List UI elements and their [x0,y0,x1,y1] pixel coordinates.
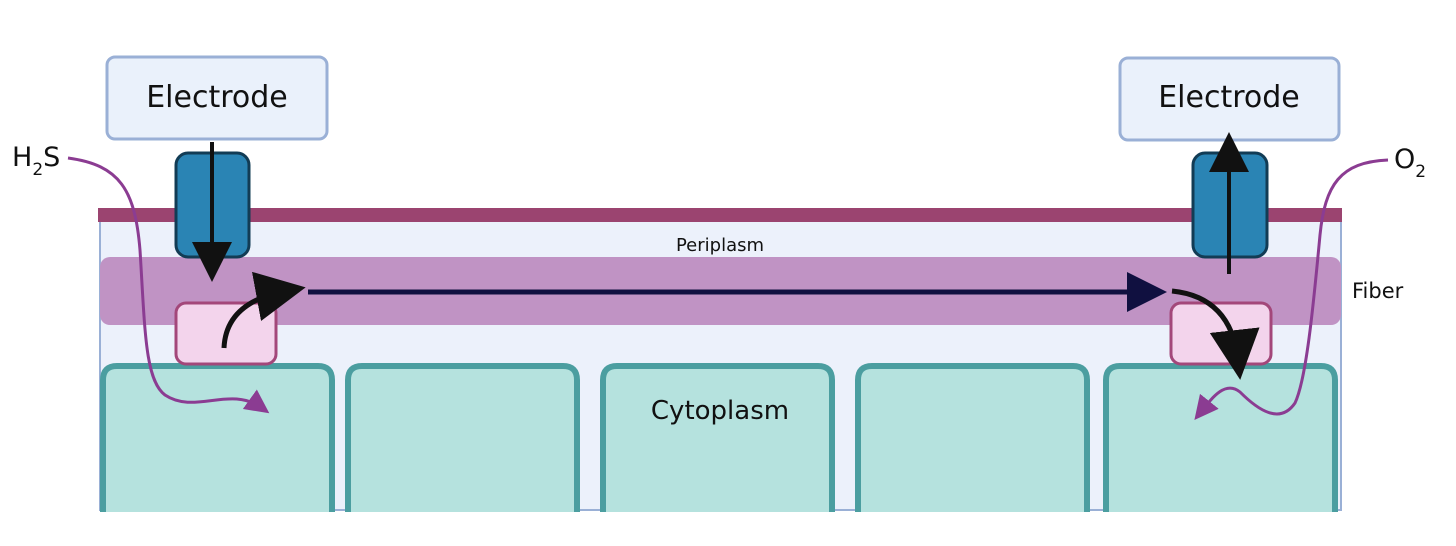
electrode-right-label: Electrode [1158,80,1300,115]
h2s-subscript: 2 [32,160,43,180]
cell-1 [100,363,335,512]
cytoplasm-cells [100,363,1338,512]
cell-2 [345,363,580,512]
cell-4 [855,363,1090,512]
cytoplasm-label: Cytoplasm [651,396,789,426]
electron-arrow-left-curve [221,271,306,349]
o2-label: O2 [1394,144,1426,182]
h2s-label: H2S [12,142,60,180]
h2s-main: H [12,142,32,173]
o2-main: O [1394,144,1415,175]
fiber-label: Fiber [1352,279,1404,303]
outer-membrane [98,208,1342,222]
o2-subscript: 2 [1415,162,1426,182]
electron-arrow-right-curve [1171,288,1260,380]
electrode-left-label: Electrode [146,80,288,115]
h2s-path [67,156,270,414]
electrode-right: Electrode [1118,56,1341,142]
h2s-tail: S [43,142,60,173]
periplasm-label: Periplasm [676,235,764,256]
cell-3 [600,363,835,512]
electrode-left: Electrode [105,55,329,141]
electrode-left-box [105,55,329,141]
o2-path [1194,158,1389,421]
